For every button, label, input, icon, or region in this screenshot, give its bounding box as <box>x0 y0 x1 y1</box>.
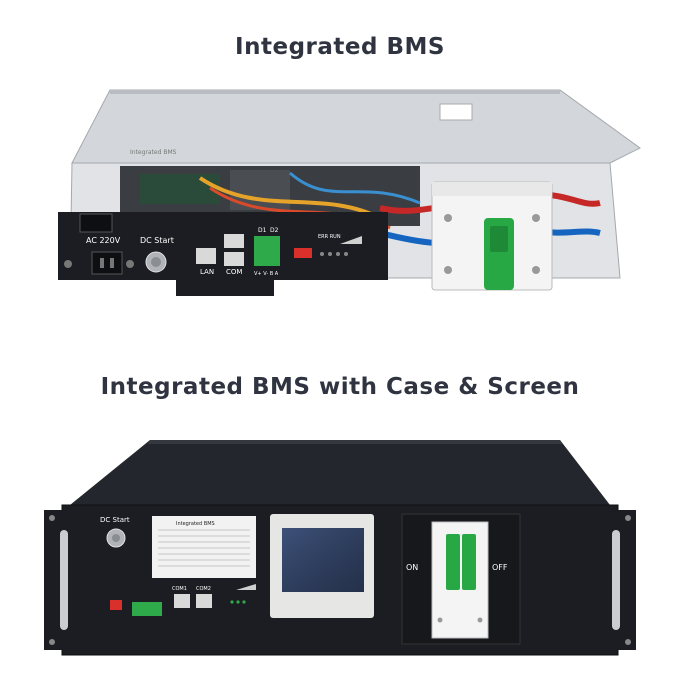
case-breaker-toggle-2 <box>462 534 476 590</box>
com2-label: COM2 <box>196 586 211 592</box>
d2-label: D2 <box>270 227 279 234</box>
ac-input-label: AC 220V <box>86 236 121 245</box>
off-label: OFF <box>492 563 508 572</box>
title-integrated-bms-case-screen: Integrated BMS with Case & Screen <box>100 374 580 400</box>
com-label: COM <box>226 268 242 276</box>
case-breaker-toggle-1 <box>446 534 460 590</box>
right-handle <box>612 530 620 630</box>
case-dip-switch <box>110 600 122 610</box>
case-dc-start-label: DC Start <box>100 516 130 524</box>
com1-port <box>174 594 190 608</box>
lan-port <box>196 248 216 264</box>
case-terminal-block <box>132 602 162 616</box>
spec-label-plate <box>152 516 256 578</box>
com2-port <box>196 594 212 608</box>
integrated-bms-photo: Integrated BMS AC 220V DC Start LAN COM … <box>58 89 641 296</box>
on-label: ON <box>406 563 418 572</box>
com1-label: COM1 <box>172 586 187 592</box>
dc-start-label: DC Start <box>140 236 174 245</box>
title-integrated-bms: Integrated BMS <box>235 34 445 60</box>
com-port <box>224 252 244 266</box>
terminal-block <box>254 236 280 266</box>
chassis-label: Integrated BMS <box>130 149 177 156</box>
lan-label: LAN <box>200 268 214 276</box>
left-handle <box>60 530 68 630</box>
v-pins-label: V+ V- B A <box>254 271 279 277</box>
dip-switch <box>294 248 312 258</box>
integrated-bms-case-photo: DC Start Integrated BMS COM1 COM2 ON OFF <box>44 440 636 656</box>
err-run-label: ERR RUN <box>318 234 341 240</box>
d1-label: D1 <box>258 227 267 234</box>
spec-plate-title: Integrated BMS <box>176 521 215 527</box>
